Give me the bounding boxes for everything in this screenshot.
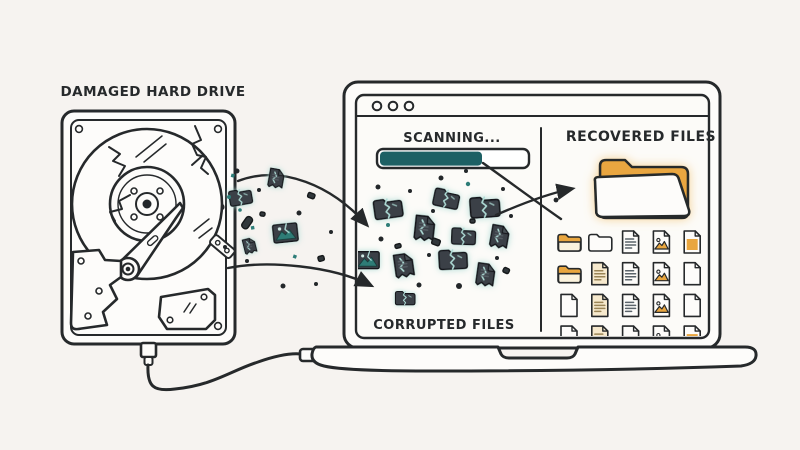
corrupted-files-label: CORRUPTED FILES bbox=[373, 318, 515, 333]
laptop: SCANNING... CORRUPTED FILES RECOVERED FI… bbox=[342, 80, 722, 350]
recovered-file-doc-lines bbox=[621, 261, 640, 286]
recovered-folder bbox=[593, 158, 691, 220]
recover-arrow bbox=[494, 183, 576, 217]
recovered-file-file-blank bbox=[560, 293, 578, 318]
recovered-file-doc-lines bbox=[621, 293, 640, 318]
platter-cracks bbox=[108, 125, 209, 222]
recovered-file-doc-lines bbox=[621, 230, 640, 254]
stream-arrow-top bbox=[236, 173, 370, 228]
hard-drive-illustration bbox=[60, 109, 237, 366]
cluster-debris bbox=[375, 169, 513, 289]
stream-debris bbox=[223, 168, 333, 289]
scan-progress-bar bbox=[375, 147, 531, 170]
data-stream bbox=[223, 167, 375, 289]
recovered-file-image-file bbox=[652, 261, 671, 286]
window-traffic-lights bbox=[371, 100, 415, 112]
recovered-file-doc-cream bbox=[590, 293, 609, 318]
recovered-file-folder-white bbox=[587, 233, 613, 252]
scanning-label: SCANNING... bbox=[403, 131, 500, 146]
recovered-file-file-blank bbox=[683, 261, 702, 286]
hdd-ramp bbox=[209, 234, 236, 259]
hdd-actuator-arm bbox=[115, 201, 185, 282]
scan-progress-fill bbox=[380, 151, 482, 166]
usb-cable bbox=[146, 352, 303, 392]
corrupted-cluster bbox=[358, 169, 513, 306]
recovered-file-doc-cream bbox=[590, 261, 609, 286]
traffic-light-dot bbox=[403, 100, 415, 112]
recovered-file-file-blank bbox=[683, 293, 702, 318]
laptop-base bbox=[310, 345, 758, 373]
traffic-light-dot bbox=[387, 100, 399, 112]
hard-drive-label: DAMAGED HARD DRIVE bbox=[60, 84, 245, 100]
platter-shine bbox=[135, 135, 213, 239]
stream-arrow-bottom bbox=[226, 263, 375, 288]
recovered-file-image-file bbox=[652, 230, 671, 254]
recovered-file-image-file bbox=[652, 293, 671, 318]
recovered-files-label: RECOVERED FILES bbox=[566, 129, 716, 145]
traffic-light-dot bbox=[371, 100, 383, 112]
recovered-file-file-orange bbox=[683, 230, 702, 254]
recovered-file-folder-orange bbox=[557, 265, 582, 284]
hdd-usb-port bbox=[139, 341, 158, 359]
recovered-file-folder-orange bbox=[557, 233, 582, 252]
recover-cross-line bbox=[481, 161, 563, 221]
